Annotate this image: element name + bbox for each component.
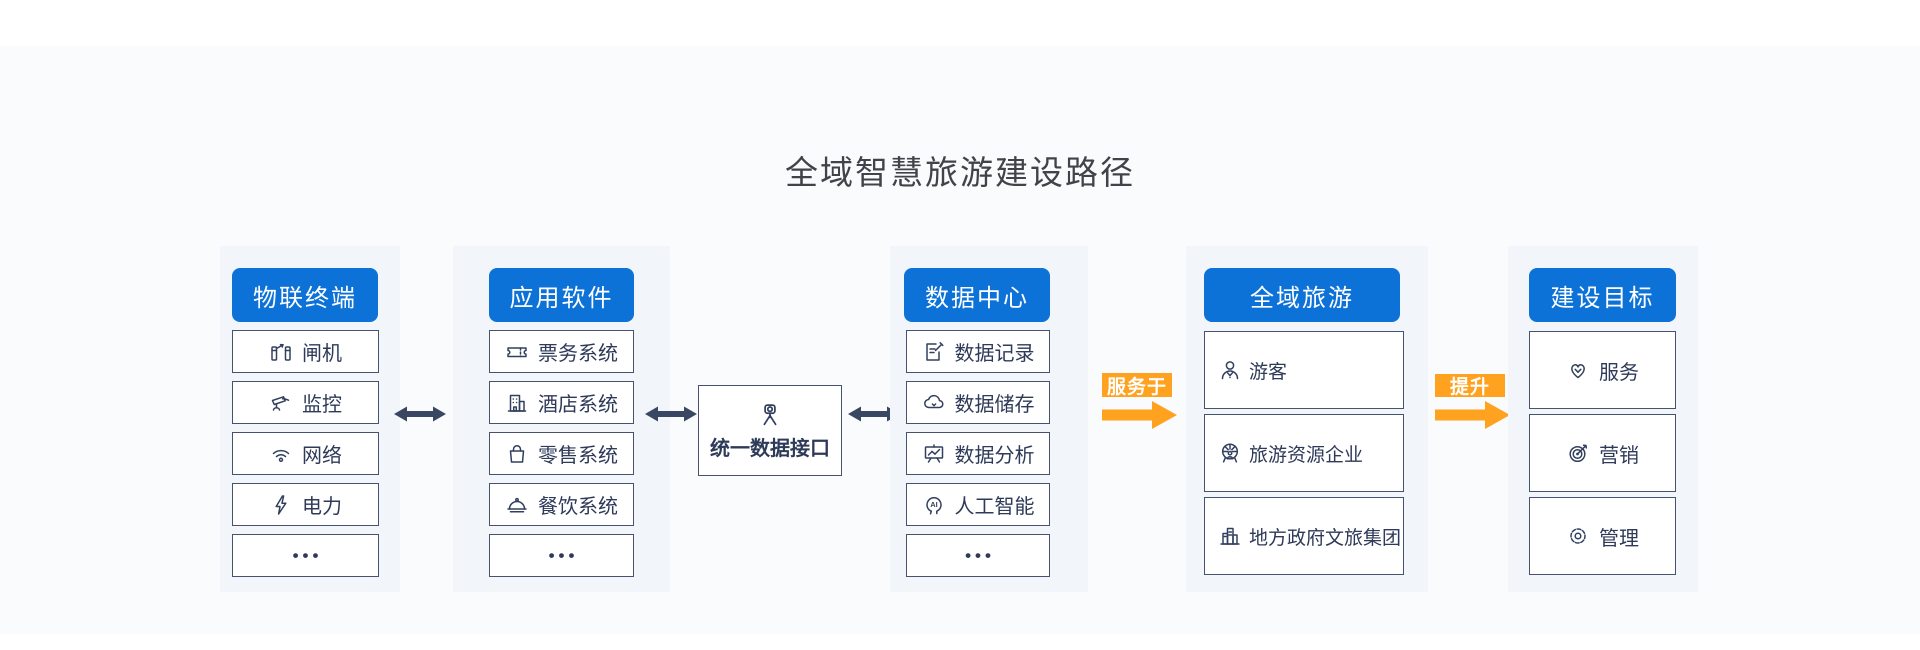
item-label: 餐饮系统 — [538, 496, 618, 518]
iot-item-power: 电力 — [232, 483, 379, 526]
tourism-item-tourist: 游客 — [1204, 331, 1404, 409]
heart-icon — [1571, 364, 1585, 379]
double-arrow-iot-apps — [394, 406, 446, 422]
serve-arrow-icon — [1102, 401, 1177, 429]
ellipsis-label: ••• — [292, 545, 323, 565]
gear-icon — [1570, 528, 1586, 544]
food-cloche-icon — [507, 497, 527, 513]
double-arrow-interface-datacenter — [848, 406, 900, 422]
item-label: 游客 — [1249, 361, 1288, 383]
improve-arrow-icon — [1435, 401, 1510, 429]
double-arrow-apps-interface — [645, 406, 697, 422]
ferris-wheel-icon — [1221, 443, 1239, 463]
item-label: 营销 — [1599, 444, 1639, 467]
item-label: 票务系统 — [538, 343, 618, 365]
item-label: 监控 — [302, 394, 342, 416]
wifi-icon — [272, 449, 290, 462]
tourism-item-government: 地方政府文旅集团 — [1204, 497, 1404, 575]
item-label: 电力 — [302, 496, 342, 518]
item-label: 旅游资源企业 — [1249, 444, 1364, 466]
dc-item-ai: AI 人工智能 — [906, 483, 1050, 526]
dc-item-analysis: 数据分析 — [906, 432, 1050, 475]
dc-item-more: ••• — [906, 534, 1050, 577]
ai-head-icon: AI — [925, 496, 942, 515]
app-item-more: ••• — [489, 534, 634, 577]
lightning-icon — [275, 494, 287, 515]
dc-item-record: 数据记录 — [906, 330, 1050, 373]
iot-item-monitor: 监控 — [232, 381, 379, 424]
cloud-storage-icon — [923, 394, 944, 408]
column-header-goals: 建设目标 — [1529, 268, 1676, 322]
app-item-retail: 零售系统 — [489, 432, 634, 475]
column-header-datacenter: 数据中心 — [904, 268, 1050, 322]
app-item-ticketing: 票务系统 — [489, 330, 634, 373]
item-label: 酒店系统 — [538, 394, 618, 416]
app-item-dining: 餐饮系统 — [489, 483, 634, 526]
iot-item-gate: 闸机 — [232, 330, 379, 373]
tourist-icon — [1221, 361, 1239, 380]
column-header-iot: 物联终端 — [232, 268, 378, 322]
page-title: 全域智慧旅游建设路径 — [785, 154, 1135, 191]
svg-text:AI: AI — [930, 500, 938, 509]
iot-item-network: 网络 — [232, 432, 379, 475]
app-item-hotel: 酒店系统 — [489, 381, 634, 424]
target-icon — [1569, 444, 1588, 463]
column-header-apps: 应用软件 — [489, 268, 634, 322]
item-label: 网络 — [302, 445, 342, 467]
item-label: 数据储存 — [954, 394, 1035, 416]
item-label: 闸机 — [302, 343, 342, 365]
goal-item-service: 服务 — [1529, 331, 1676, 409]
gate-icon — [271, 343, 291, 361]
column-header-tourism: 全域旅游 — [1204, 268, 1400, 322]
item-label: 人工智能 — [954, 496, 1035, 518]
item-label: 数据分析 — [954, 445, 1035, 467]
shopping-bag-icon — [509, 444, 525, 463]
cctv-icon — [271, 395, 290, 411]
goal-item-management: 管理 — [1529, 497, 1676, 575]
serve-label: 服务于 — [1102, 373, 1172, 398]
camera-tripod-icon — [763, 403, 777, 425]
unified-data-interface-box: 统一数据接口 — [698, 385, 842, 476]
chart-board-icon — [924, 443, 943, 463]
ellipsis-label: ••• — [548, 545, 579, 565]
ellipsis-label: ••• — [965, 545, 995, 565]
iot-item-more: ••• — [232, 534, 379, 577]
document-edit-icon — [925, 341, 944, 361]
item-label: 零售系统 — [538, 445, 618, 467]
item-label: 地方政府文旅集团 — [1249, 527, 1402, 549]
item-label: 服务 — [1599, 361, 1639, 384]
goal-item-marketing: 营销 — [1529, 414, 1676, 492]
improve-label: 提升 — [1435, 374, 1505, 398]
city-buildings-icon — [1220, 527, 1240, 545]
center-box-label: 统一数据接口 — [710, 437, 830, 460]
item-label: 数据记录 — [954, 343, 1035, 365]
item-label: 管理 — [1599, 527, 1639, 550]
ticket-icon — [507, 346, 527, 357]
hotel-icon — [507, 394, 527, 412]
dc-item-storage: 数据储存 — [906, 381, 1050, 424]
tourism-item-enterprise: 旅游资源企业 — [1204, 414, 1404, 492]
